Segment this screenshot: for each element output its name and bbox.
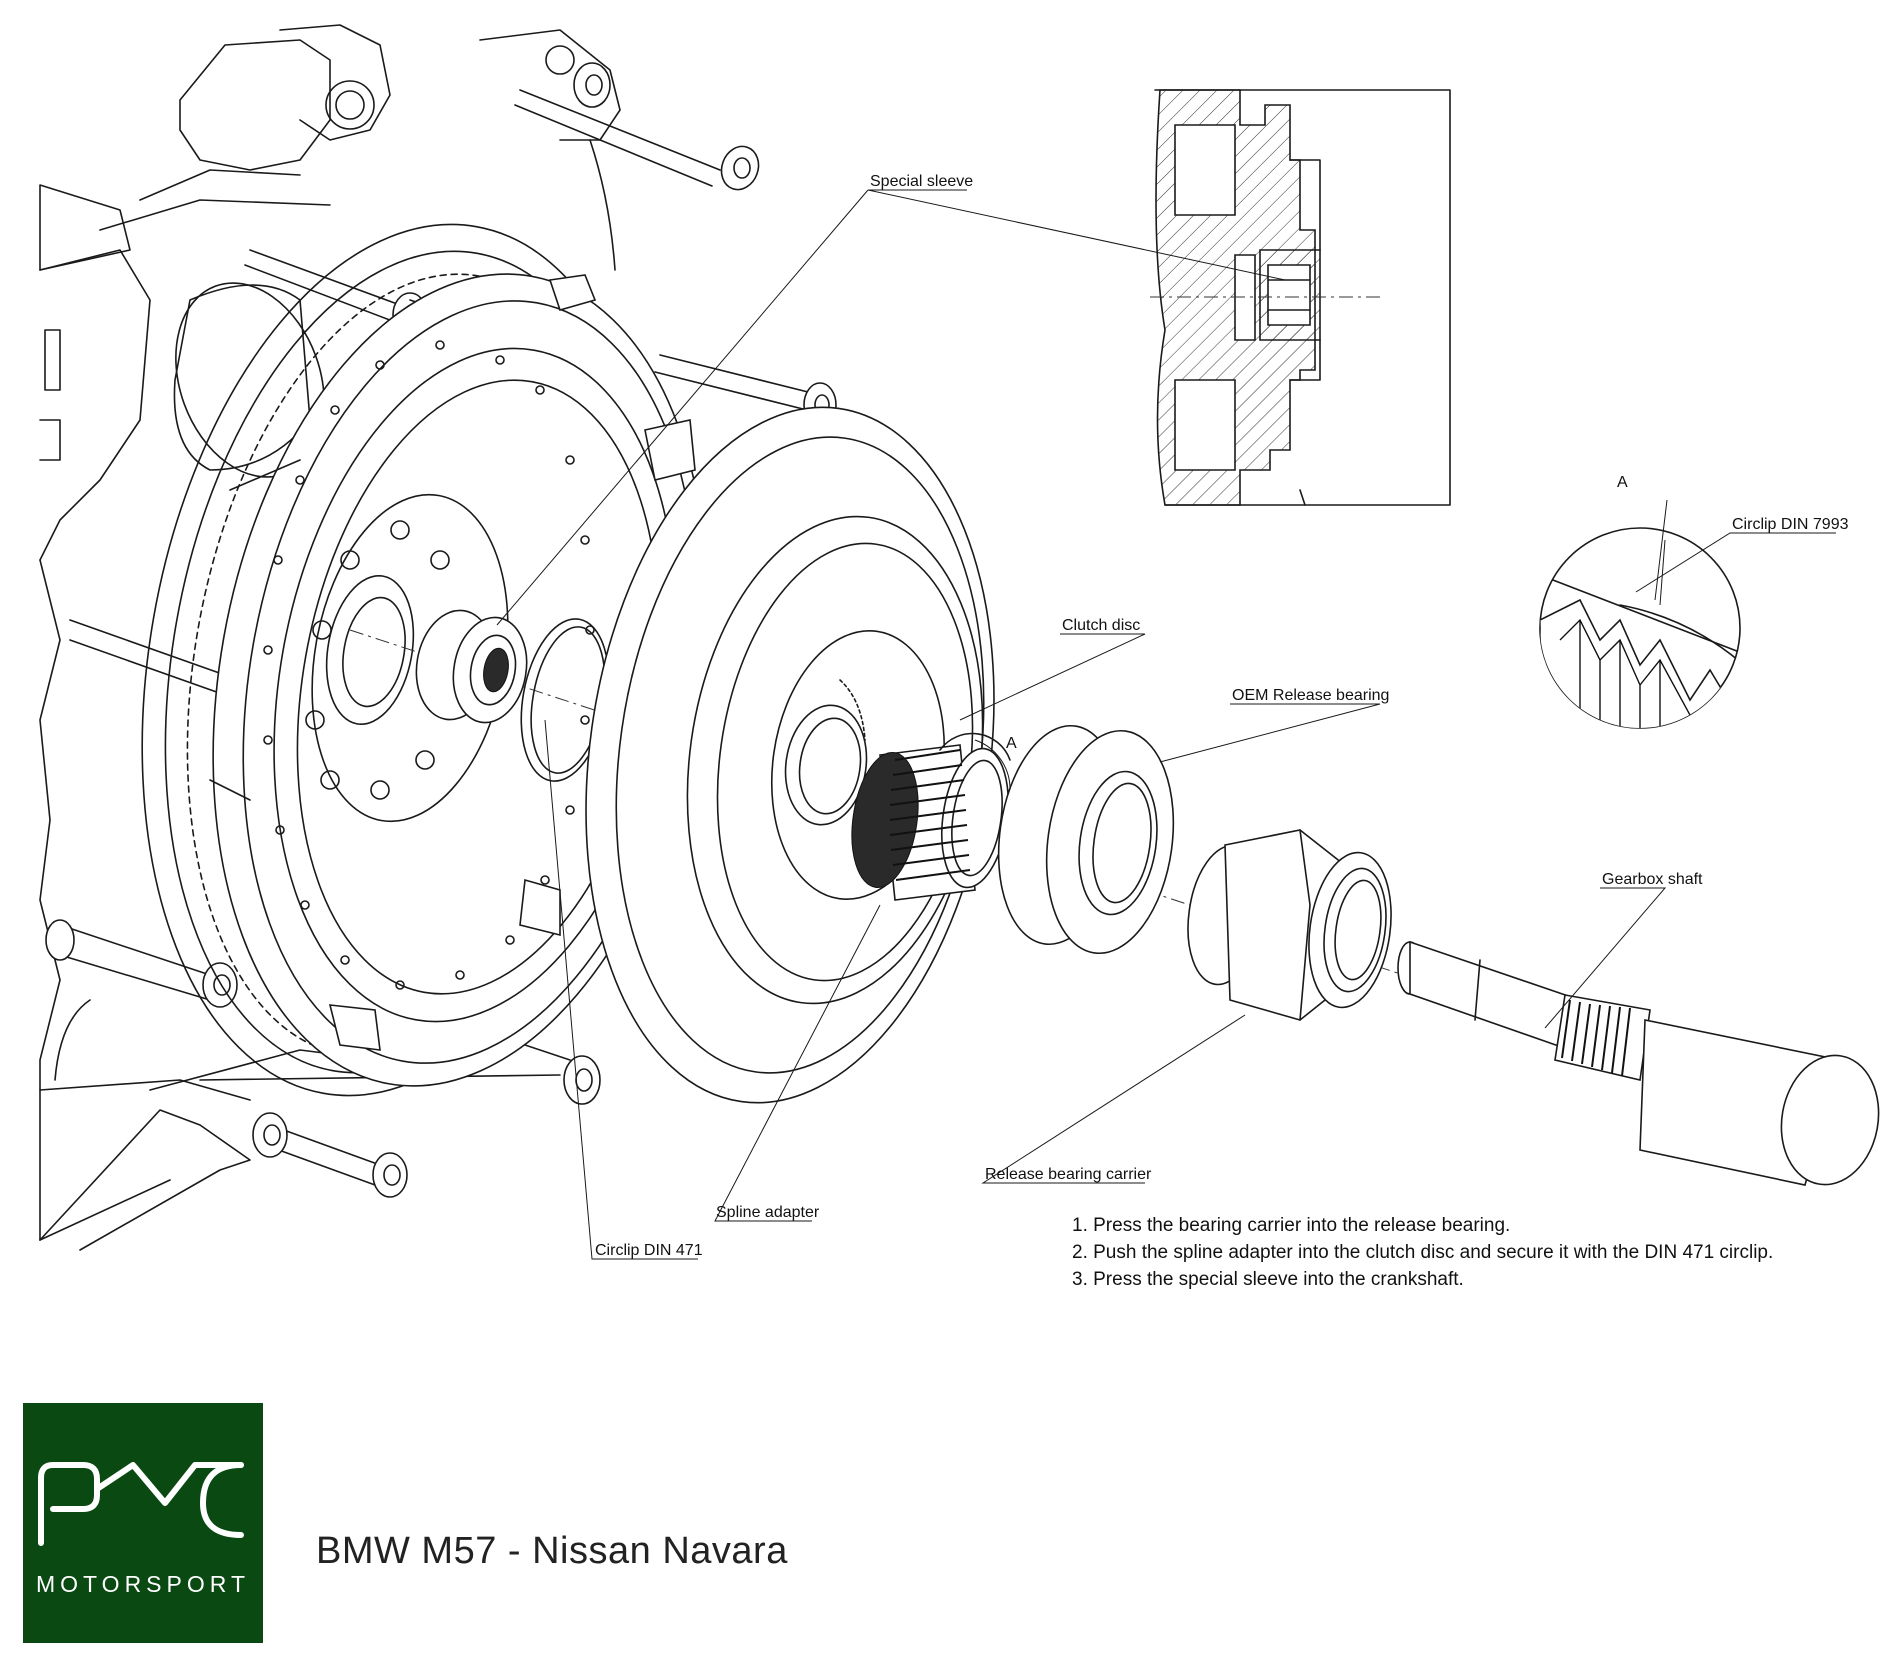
label-circlip-din-471: Circlip DIN 471 <box>595 1242 703 1259</box>
detail-view-a <box>1539 499 1741 729</box>
flywheel-bolt-holes <box>263 340 595 990</box>
instruction-step: 1. Press the bearing carrier into the re… <box>1072 1215 1511 1236</box>
instruction-step: 3. Press the special sleeve into the cra… <box>1072 1269 1464 1290</box>
label-spline-adapter: Spline adapter <box>716 1204 820 1221</box>
pmc-monogram-icon <box>38 1462 244 1546</box>
leader-lines <box>496 189 1836 1260</box>
spline-adapter-part <box>851 732 1011 901</box>
logo-wordmark: MOTORSPORT <box>36 1571 250 1597</box>
callout-labels: Special sleeve Clutch disc OEM Release b… <box>595 173 1849 1259</box>
instruction-step: 2. Push the spline adapter into the clut… <box>1072 1242 1774 1263</box>
gearbox-shaft-part <box>1397 940 1880 1186</box>
detail-marker-a: A <box>1006 735 1017 752</box>
engine-block-housing <box>39 24 621 1251</box>
label-special-sleeve: Special sleeve <box>870 173 973 190</box>
pmc-motorsport-logo: MOTORSPORT <box>23 1403 263 1643</box>
label-oem-release-bearing: OEM Release bearing <box>1232 687 1389 704</box>
label-circlip-din-7993: Circlip DIN 7993 <box>1732 516 1849 533</box>
label-clutch-disc: Clutch disc <box>1062 617 1140 634</box>
label-gearbox-shaft: Gearbox shaft <box>1602 871 1703 888</box>
special-sleeve-part <box>415 609 528 724</box>
label-release-bearing-carrier: Release bearing carrier <box>985 1166 1152 1183</box>
detail-title-a: A <box>1617 474 1628 491</box>
release-bearing-carrier-part <box>1187 829 1392 1021</box>
section-view-special-sleeve <box>1150 89 1451 506</box>
oem-release-bearing-part <box>997 724 1175 955</box>
page-title: BMW M57 - Nissan Navara <box>316 1530 788 1572</box>
assembly-instructions: 1. Press the bearing carrier into the re… <box>1072 1212 1773 1293</box>
